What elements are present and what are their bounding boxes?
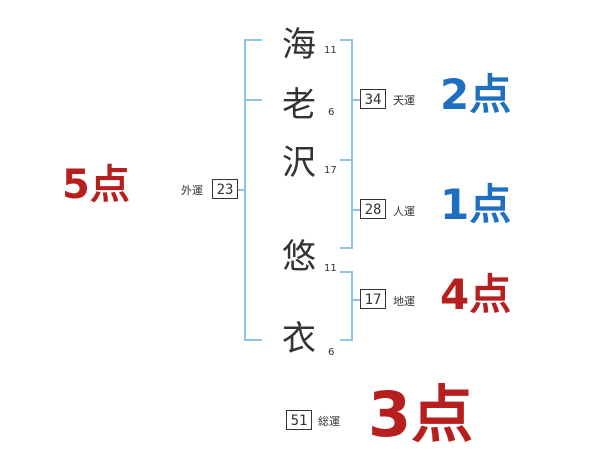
souun-score: 3点 bbox=[368, 378, 474, 451]
outer-left-bracket bbox=[244, 39, 262, 341]
chiun-value-box: 17 bbox=[360, 289, 386, 309]
name-char-4: 悠 bbox=[282, 237, 316, 277]
stroke-count-1: 11 bbox=[324, 45, 337, 56]
stroke-count-3: 17 bbox=[324, 165, 337, 176]
tenun-bracket bbox=[340, 39, 353, 161]
name-char-3: 沢 bbox=[282, 143, 316, 183]
chiun-bracket bbox=[340, 271, 353, 341]
gaiun-score: 5点 bbox=[62, 162, 130, 208]
name-char-2: 老 bbox=[282, 85, 316, 125]
gaiun-value-box: 23 bbox=[212, 179, 238, 199]
chiun-label: 地運 bbox=[393, 295, 415, 308]
tenun-score: 2点 bbox=[440, 70, 512, 119]
jinun-score: 1点 bbox=[440, 180, 512, 229]
name-char-1: 海 bbox=[282, 25, 316, 65]
tenun-value-box: 34 bbox=[360, 89, 386, 109]
souun-label: 総運 bbox=[318, 415, 340, 428]
jinun-bracket bbox=[340, 159, 353, 249]
stroke-count-2: 6 bbox=[328, 107, 335, 118]
stroke-count-5: 6 bbox=[328, 347, 335, 358]
gaiun-label: 外運 bbox=[181, 184, 203, 197]
tenun-label: 天運 bbox=[393, 94, 415, 107]
chiun-score: 4点 bbox=[440, 270, 512, 319]
stroke-count-4: 11 bbox=[324, 263, 337, 274]
jinun-value-box: 28 bbox=[360, 199, 386, 219]
jinun-label: 人運 bbox=[393, 205, 415, 218]
name-char-5: 衣 bbox=[282, 319, 316, 359]
souun-value-box: 51 bbox=[286, 410, 312, 430]
